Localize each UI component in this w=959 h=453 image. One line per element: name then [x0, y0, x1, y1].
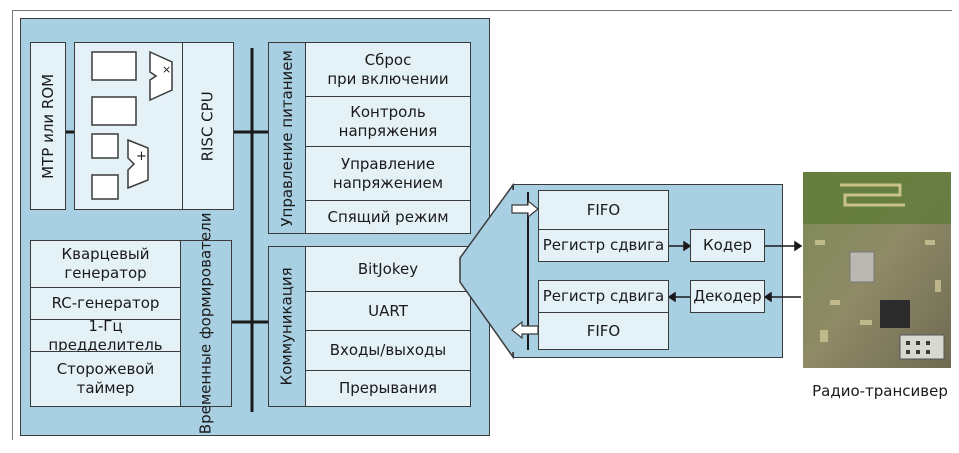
encoder-to-radio-arrow — [794, 240, 803, 252]
alu-multiply-shape — [149, 50, 173, 102]
power-item-voltage-monitor: Контроль напряжения — [305, 96, 471, 147]
tx-input-arrow — [511, 199, 539, 219]
register-2 — [91, 96, 137, 126]
rx-output-arrow — [511, 320, 539, 340]
figure-frame — [12, 10, 952, 440]
comm-item-uart: UART — [305, 291, 471, 331]
crystal-component — [849, 251, 875, 283]
alu-add-shape — [127, 138, 149, 190]
timing-group-label-cell: Временные формирователи — [180, 213, 232, 434]
comm-item-bitjokey: BitJokey — [305, 246, 471, 292]
power-item-sleep: Спящий режим — [305, 200, 471, 234]
pcb-antenna-area — [803, 172, 951, 224]
comm-item-interrupts: Прерывания — [305, 370, 471, 407]
cpu-label-cell: RISC CPU — [182, 42, 234, 210]
encoder-block: Кодер — [690, 229, 765, 262]
register-1 — [91, 51, 137, 81]
shift-to-encoder-arrow — [683, 240, 692, 252]
rf-chip — [880, 300, 910, 328]
radio-caption: Радио-трансивер — [812, 382, 948, 400]
timing-item-prescaler: 1-Гц предделитель — [30, 317, 181, 354]
timing-item-crystal: Кварцевый генератор — [30, 240, 181, 288]
rx-fifo: FIFO — [538, 312, 669, 350]
rx-shift-register: Регистр сдвига — [538, 280, 669, 313]
radio-to-decoder-arrow — [763, 291, 772, 303]
memory-block: MTP или ROM — [30, 42, 66, 210]
comm-item-io: Входы/выходы — [305, 330, 471, 371]
pin-header — [899, 334, 945, 360]
alu-mul-symbol: × — [162, 63, 171, 76]
power-item-voltage-control: Управление напряжением — [305, 146, 471, 201]
timing-item-watchdog: Сторожевой таймер — [30, 351, 181, 407]
antenna-trace — [840, 183, 905, 207]
tx-shift-register: Регистр сдвига — [538, 229, 669, 262]
alu-add-symbol: + — [136, 149, 147, 164]
register-4 — [91, 174, 119, 200]
tx-fifo: FIFO — [538, 190, 669, 230]
decoder-to-shift-arrow — [667, 291, 676, 303]
decoder-block: Декодер — [690, 280, 765, 313]
register-3 — [91, 133, 119, 159]
